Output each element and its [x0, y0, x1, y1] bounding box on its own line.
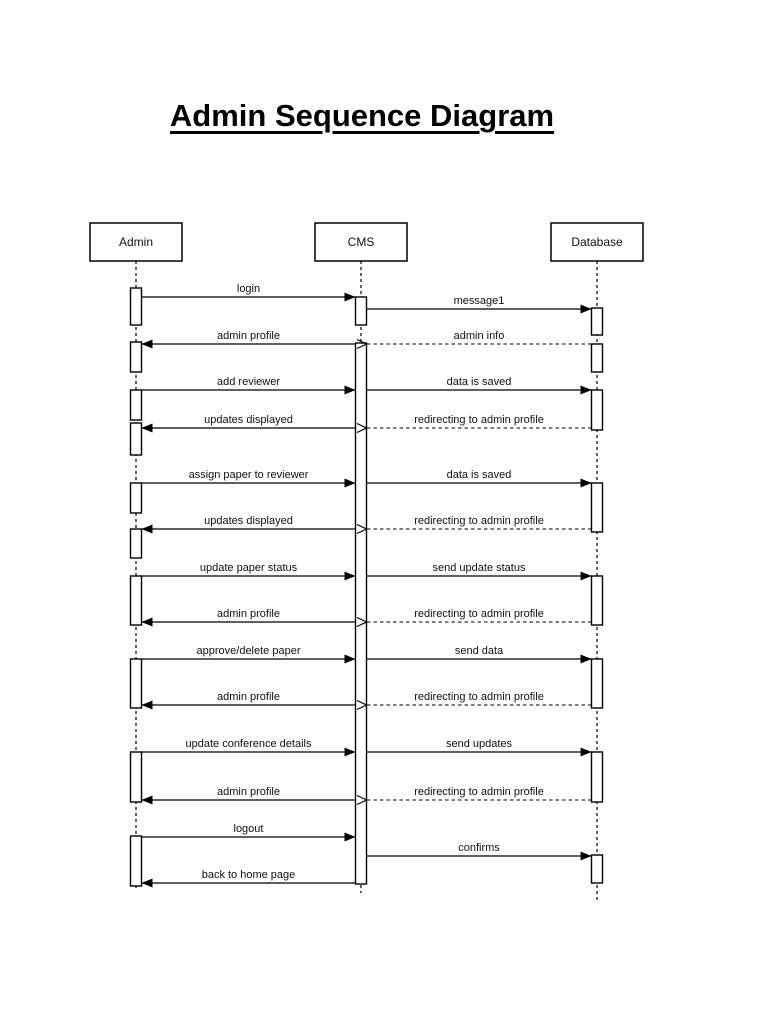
message-label: updates displayed	[204, 515, 293, 527]
activation-bar-database	[590, 658, 604, 709]
actor-box-admin	[89, 222, 183, 262]
message-label: admin info	[454, 330, 505, 342]
message-label: approve/delete paper	[197, 645, 301, 657]
message-label: admin profile	[217, 330, 280, 342]
message-label: login	[237, 283, 260, 295]
activations-layer	[129, 287, 604, 887]
activation-bar-admin	[129, 751, 143, 803]
activation-bar-admin	[129, 658, 143, 709]
message-label: assign paper to reviewer	[189, 469, 309, 481]
activation-bar-database	[590, 307, 604, 336]
message-label: logout	[234, 823, 264, 835]
activation-bar-admin	[129, 482, 143, 514]
activation-bar-database	[590, 482, 604, 533]
message-label: confirms	[458, 842, 500, 854]
activation-bar-cms	[354, 296, 368, 326]
message-label: add reviewer	[217, 376, 280, 388]
activation-bar-admin	[129, 389, 143, 421]
message-label: update paper status	[200, 562, 298, 574]
message-label: updates displayed	[204, 414, 293, 426]
activation-bar-database	[590, 751, 604, 803]
activation-bar-database	[590, 575, 604, 626]
activation-bar-database	[590, 343, 604, 373]
messages-layer: login message1 admin profile admin info add …	[141, 283, 592, 888]
activation-bar-admin	[129, 287, 143, 326]
message-label: redirecting to admin profile	[414, 515, 544, 527]
message-label: redirecting to admin profile	[414, 608, 544, 620]
actor-label-admin: Admin	[119, 235, 153, 249]
activation-bar-admin	[129, 341, 143, 373]
activation-bar-admin	[129, 528, 143, 559]
message-label: data is saved	[447, 469, 512, 481]
message-label: admin profile	[217, 608, 280, 620]
message-label: admin profile	[217, 786, 280, 798]
activation-bar-admin	[129, 835, 143, 887]
activation-bar-admin	[129, 422, 143, 456]
activation-bar-admin	[129, 575, 143, 626]
message-label: send data	[455, 645, 504, 657]
activation-bar-cms	[354, 342, 368, 885]
message-label: redirecting to admin profile	[414, 414, 544, 426]
actor-box-cms	[314, 222, 408, 262]
message-label: send updates	[446, 738, 513, 750]
activation-bar-database	[590, 854, 604, 884]
page-title: Admin Sequence Diagram	[169, 98, 555, 133]
message-label: send update status	[433, 562, 526, 574]
message-label: message1	[454, 295, 505, 307]
message-label: redirecting to admin profile	[414, 786, 544, 798]
actor-box-database	[550, 222, 644, 262]
message-label: redirecting to admin profile	[414, 691, 544, 703]
actor-label-database: Database	[571, 235, 623, 249]
activation-bar-database	[590, 389, 604, 431]
message-label: admin profile	[217, 691, 280, 703]
actors-layer: Admin CMS Database	[89, 222, 644, 262]
message-label: data is saved	[447, 376, 512, 388]
message-label: update conference details	[186, 738, 312, 750]
actor-label-cms: CMS	[348, 235, 375, 249]
message-label: back to home page	[202, 869, 296, 881]
